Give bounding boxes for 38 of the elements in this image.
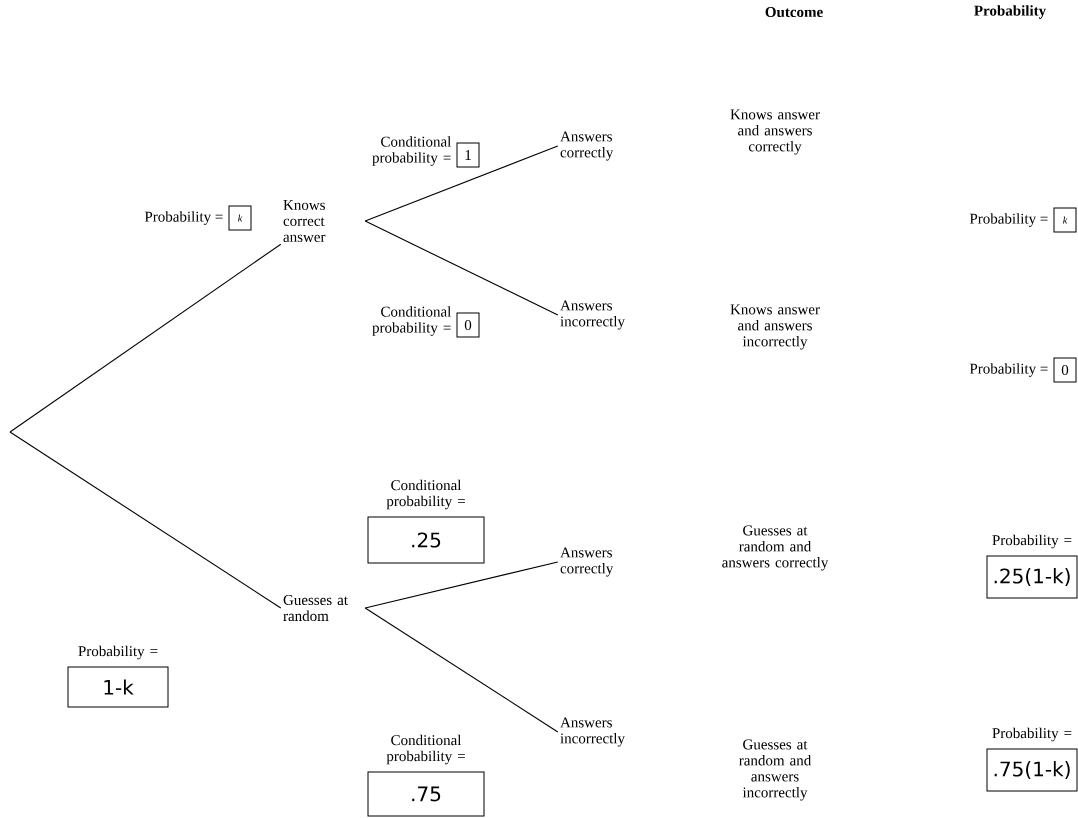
answer-box: .25(1-k) <box>986 555 1078 599</box>
probability-label: Probability = <box>992 727 1072 742</box>
answer-box: 0 <box>1053 357 1077 383</box>
branch-line <box>364 220 559 316</box>
outcome-text: Guesses at random and answers correctly <box>722 525 829 571</box>
branch-line <box>364 145 559 222</box>
probability-label: Probability = <box>992 534 1072 549</box>
answer-box: 1-k <box>67 666 169 708</box>
answer-box: .25 <box>367 516 485 564</box>
branch-label: Answers correctly <box>560 131 614 161</box>
column-heading: Probability <box>974 5 1046 19</box>
branch-line <box>9 431 282 609</box>
branch-line <box>9 243 282 433</box>
branch-label: Answers incorrectly <box>560 300 625 330</box>
probability-label: Probability = <box>144 211 223 225</box>
outcome-text: Knows answer and answers incorrectly <box>730 304 820 350</box>
branch-label: Answers correctly <box>560 547 614 577</box>
branch-line <box>364 607 559 733</box>
probability-label: Conditional probability = <box>372 136 451 166</box>
branch-line <box>364 561 559 609</box>
answer-box: 1 <box>456 142 480 168</box>
probability-label: Conditional probability = <box>386 479 465 510</box>
probability-label: Conditional probability = <box>386 734 465 765</box>
probability-label: Probability = <box>78 645 158 660</box>
answer-box: .75 <box>367 771 485 817</box>
answer-box: 0 <box>456 312 480 338</box>
branch-label: Knows correct answer <box>283 200 326 242</box>
answer-box: .75(1-k) <box>986 748 1078 792</box>
branch-label: Guesses at random <box>283 594 348 622</box>
outcome-text: Knows answer and answers correctly <box>730 109 820 155</box>
probability-label: Probability = <box>969 213 1048 227</box>
answer-box: k <box>228 205 252 231</box>
probability-label: Probability = <box>969 363 1048 377</box>
branch-label: Answers incorrectly <box>560 717 625 747</box>
column-heading: Outcome <box>765 6 823 18</box>
probability-label: Conditional probability = <box>372 306 451 336</box>
outcome-text: Guesses at random and answers incorrectly <box>739 739 812 801</box>
answer-box: k <box>1053 207 1077 233</box>
